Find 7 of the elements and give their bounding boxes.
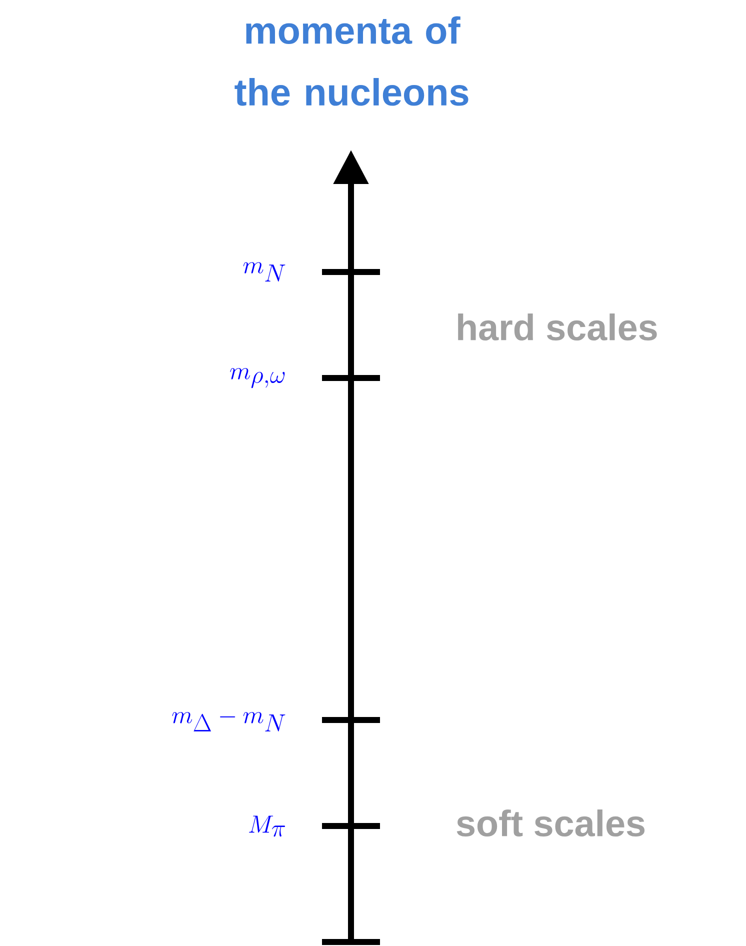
scale-symbol: $M_\pi$: [249, 816, 286, 837]
scale-label: hard scales: [458, 313, 657, 341]
scale-label: soft scales: [456, 809, 644, 837]
scale-symbol: $m_{\rho,\omega}$: [230, 368, 285, 388]
scale-symbol: $m_\Delta - m_N$: [172, 712, 286, 732]
scale-symbol: $m_N$: [243, 262, 286, 282]
title: momenta of the nucleons: [234, 16, 468, 106]
